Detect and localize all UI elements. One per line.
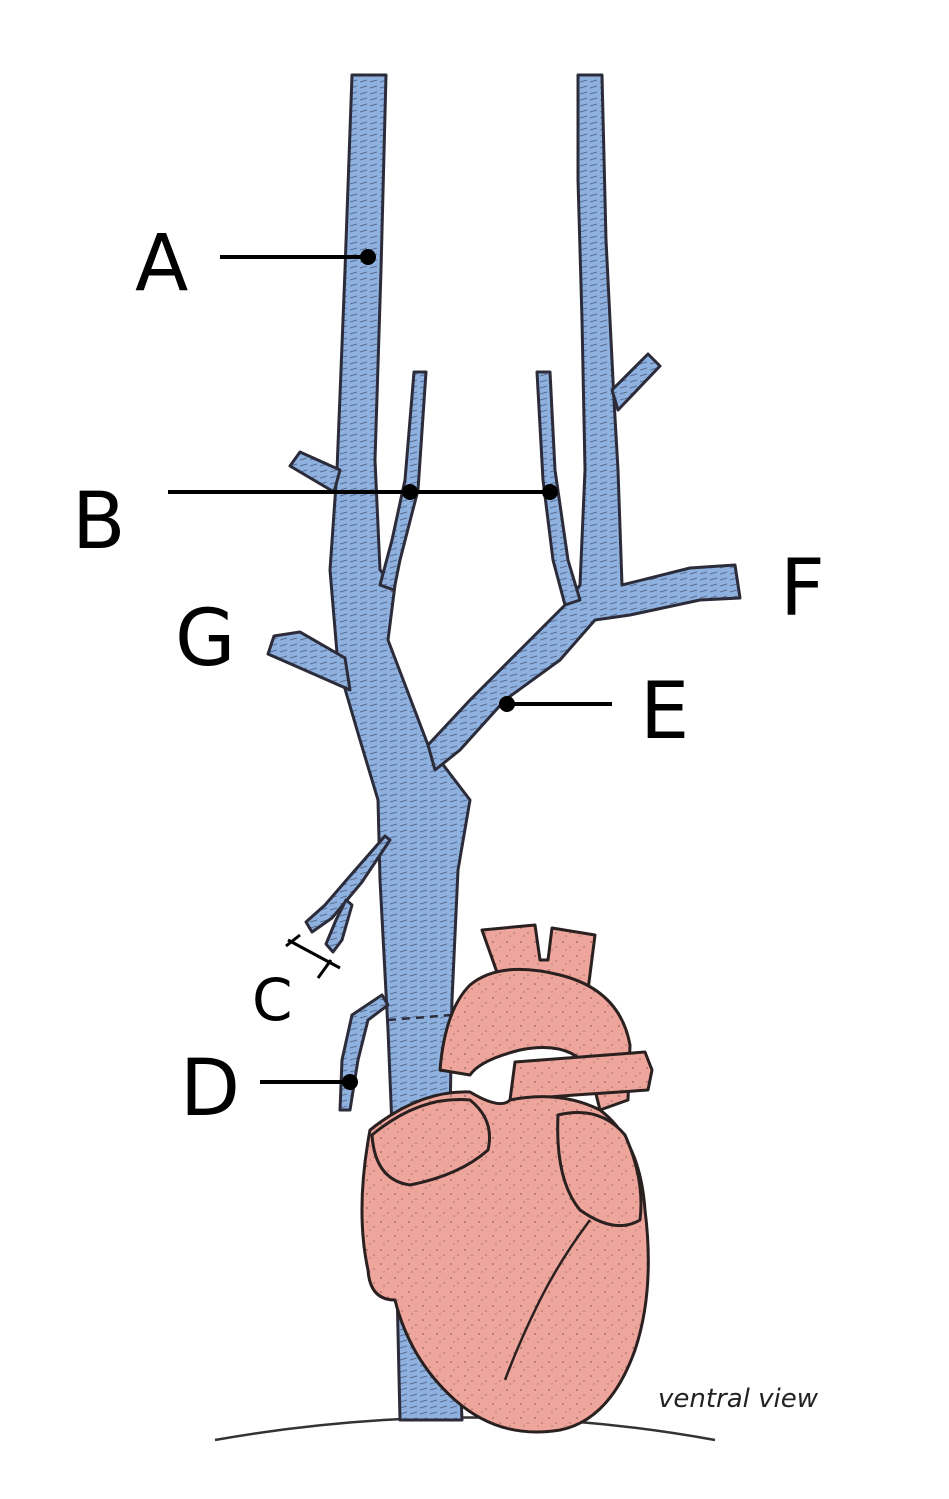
label-e: E — [640, 667, 689, 757]
left-inner-vessel — [378, 370, 428, 592]
heart — [360, 923, 654, 1434]
label-f: F — [780, 544, 825, 634]
label-b: B — [72, 477, 126, 567]
label-g: G — [175, 594, 235, 684]
right-inner-vessel — [535, 370, 582, 607]
d-vessel — [338, 993, 390, 1112]
right-vein-trunk — [426, 73, 742, 772]
d-dashed-line — [387, 1013, 453, 1022]
dot-d — [342, 1074, 358, 1090]
left-auricle — [370, 1097, 491, 1187]
label-c: C — [252, 966, 293, 1034]
dot-b-right — [542, 484, 558, 500]
c-bracket — [285, 933, 341, 979]
caption-ventral-view: ventral view — [658, 1384, 819, 1414]
heart-groove — [503, 1219, 592, 1381]
left-lower-branch-c2 — [324, 898, 354, 954]
left-upper-branch — [288, 450, 342, 494]
right-atrium — [556, 1111, 643, 1228]
pulmonary-vessel — [508, 1050, 654, 1102]
label-d: D — [180, 1044, 240, 1134]
left-lateral-branch-g — [266, 630, 352, 692]
right-upper-branch — [610, 352, 662, 412]
leaders — [168, 249, 612, 1090]
left-lower-branch-c — [304, 834, 392, 934]
label-a: A — [135, 219, 188, 309]
dot-e — [499, 696, 515, 712]
dot-a — [360, 249, 376, 265]
dot-b-left — [402, 484, 418, 500]
base-curve — [214, 1416, 716, 1442]
